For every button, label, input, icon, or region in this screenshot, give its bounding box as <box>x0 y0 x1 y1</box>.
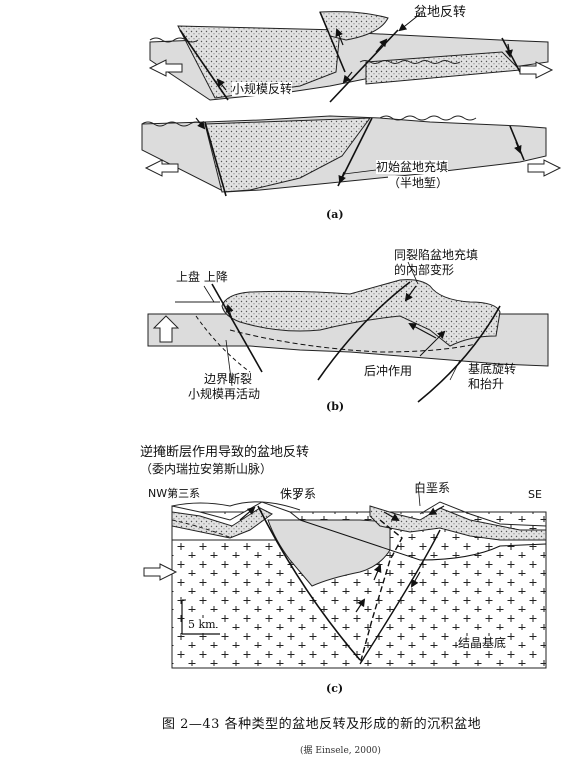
panel-c-subtitle: （委内瑞拉安第斯山脉） <box>140 462 273 476</box>
se-label: SE <box>528 488 542 501</box>
scale-label: 5 km <box>188 618 216 632</box>
minor-inversion-label: 小规模反转 <box>232 82 293 96</box>
initial-basin-fill-label: 初始盆地充填 <box>376 160 449 174</box>
extension-arrow-right-icon <box>527 159 562 177</box>
nw-tertiary-label: NW第三系 <box>148 487 201 500</box>
panel-b-label: (b) <box>326 400 345 413</box>
crystalline-basement-label: 结晶基底 <box>458 636 507 650</box>
half-graben-label: （半地堑） <box>388 176 449 190</box>
panel-c-title: 逆掩断层作用导致的盆地反转 <box>140 445 310 460</box>
panel-a-top-section <box>148 11 554 103</box>
boundary-fault-b <box>211 283 263 373</box>
hangingwall-uplift-label: 上盘 上降 <box>176 270 228 284</box>
extension-arrow-left-icon <box>144 159 179 177</box>
backthrust-label: 后冲作用 <box>364 364 413 378</box>
internal-deformation-label: 的内部变形 <box>394 263 455 277</box>
cretaceous-label: 白垩系 <box>414 481 451 495</box>
figure-source: (据 Einsele, 2000) <box>300 746 381 756</box>
panel-b-section <box>147 261 549 403</box>
minor-reactivation-label: 小规模再活动 <box>188 387 261 401</box>
panel-a-bottom-section <box>141 115 562 197</box>
compression-arrow-c-icon <box>143 563 178 581</box>
panel-c-label: (c) <box>326 682 344 695</box>
compression-arrow-right-icon <box>519 61 554 79</box>
compression-arrow-left-icon <box>148 59 183 77</box>
boundary-fault-label: 边界断裂 <box>204 372 253 386</box>
jurassic-basin-fill <box>267 519 391 587</box>
basement-uplift-label: 和抬升 <box>468 377 505 391</box>
uplift-arrow-icon <box>152 315 180 343</box>
basement-rotation-label: 基底旋转 <box>468 362 517 376</box>
basin-inversion-label: 盆地反转 <box>414 5 467 20</box>
figure-caption: 图 2—43 各种类型的盆地反转及形成的新的沉积盆地 <box>162 717 482 732</box>
syn-rift-fill-label: 同裂陷盆地充填 <box>394 248 479 262</box>
jurassic-label: 侏罗系 <box>280 487 317 501</box>
panel-a-label: (a) <box>326 208 344 221</box>
